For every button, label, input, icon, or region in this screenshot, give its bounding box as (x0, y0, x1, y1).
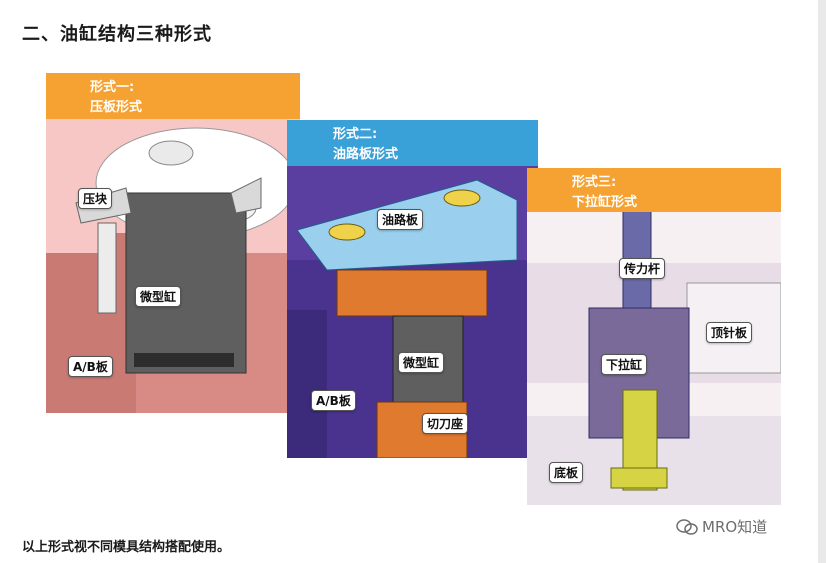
watermark-text: MRO知道 (702, 518, 768, 536)
panel1-header: 形式一: 压板形式 (46, 73, 300, 119)
watermark: MRO知道 (676, 516, 767, 537)
page-edge (818, 0, 826, 563)
label-cutter-seat: 切刀座 (422, 413, 469, 434)
panel3-title-line2: 下拉缸形式 (572, 195, 638, 210)
label-base-plate: 底板 (549, 462, 584, 483)
press-plate-illustration (46, 73, 300, 413)
label-ab-plate-2: A/B板 (311, 390, 356, 411)
panel2-title-line1: 形式二: (333, 127, 378, 142)
panel-pull-cylinder: 形式三: 下拉缸形式 传力杆 顶针板 下拉缸 底板 (527, 168, 781, 505)
panel-press-plate: 形式一: 压板形式 压块 微型缸 A/B板 (46, 73, 300, 413)
label-ejector-plate: 顶针板 (706, 322, 753, 343)
panel2-title-line2: 油路板形式 (333, 147, 399, 162)
footer-note: 以上形式视不同模具结构搭配使用。 (22, 540, 231, 555)
label-micro-cylinder-2: 微型缸 (398, 352, 445, 373)
panel2-header: 形式二: 油路板形式 (287, 120, 538, 166)
label-micro-cylinder: 微型缸 (135, 286, 182, 307)
label-press-block: 压块 (78, 188, 113, 209)
label-pull-cylinder: 下拉缸 (601, 354, 648, 375)
panel1-title-line1: 形式一: (90, 80, 135, 95)
panel-oil-plate: 形式二: 油路板形式 油路板 微型缸 A/B板 切刀座 (287, 120, 538, 458)
label-transfer-rod: 传力杆 (619, 258, 666, 279)
panel1-title-line2: 压板形式 (90, 100, 143, 115)
label-oil-plate: 油路板 (377, 209, 424, 230)
page-title: 二、油缸结构三种形式 (22, 24, 212, 45)
panel3-title-line1: 形式三: (572, 175, 617, 190)
panel3-header: 形式三: 下拉缸形式 (527, 168, 781, 212)
label-ab-plate: A/B板 (68, 356, 113, 377)
wechat-icon (676, 518, 698, 535)
